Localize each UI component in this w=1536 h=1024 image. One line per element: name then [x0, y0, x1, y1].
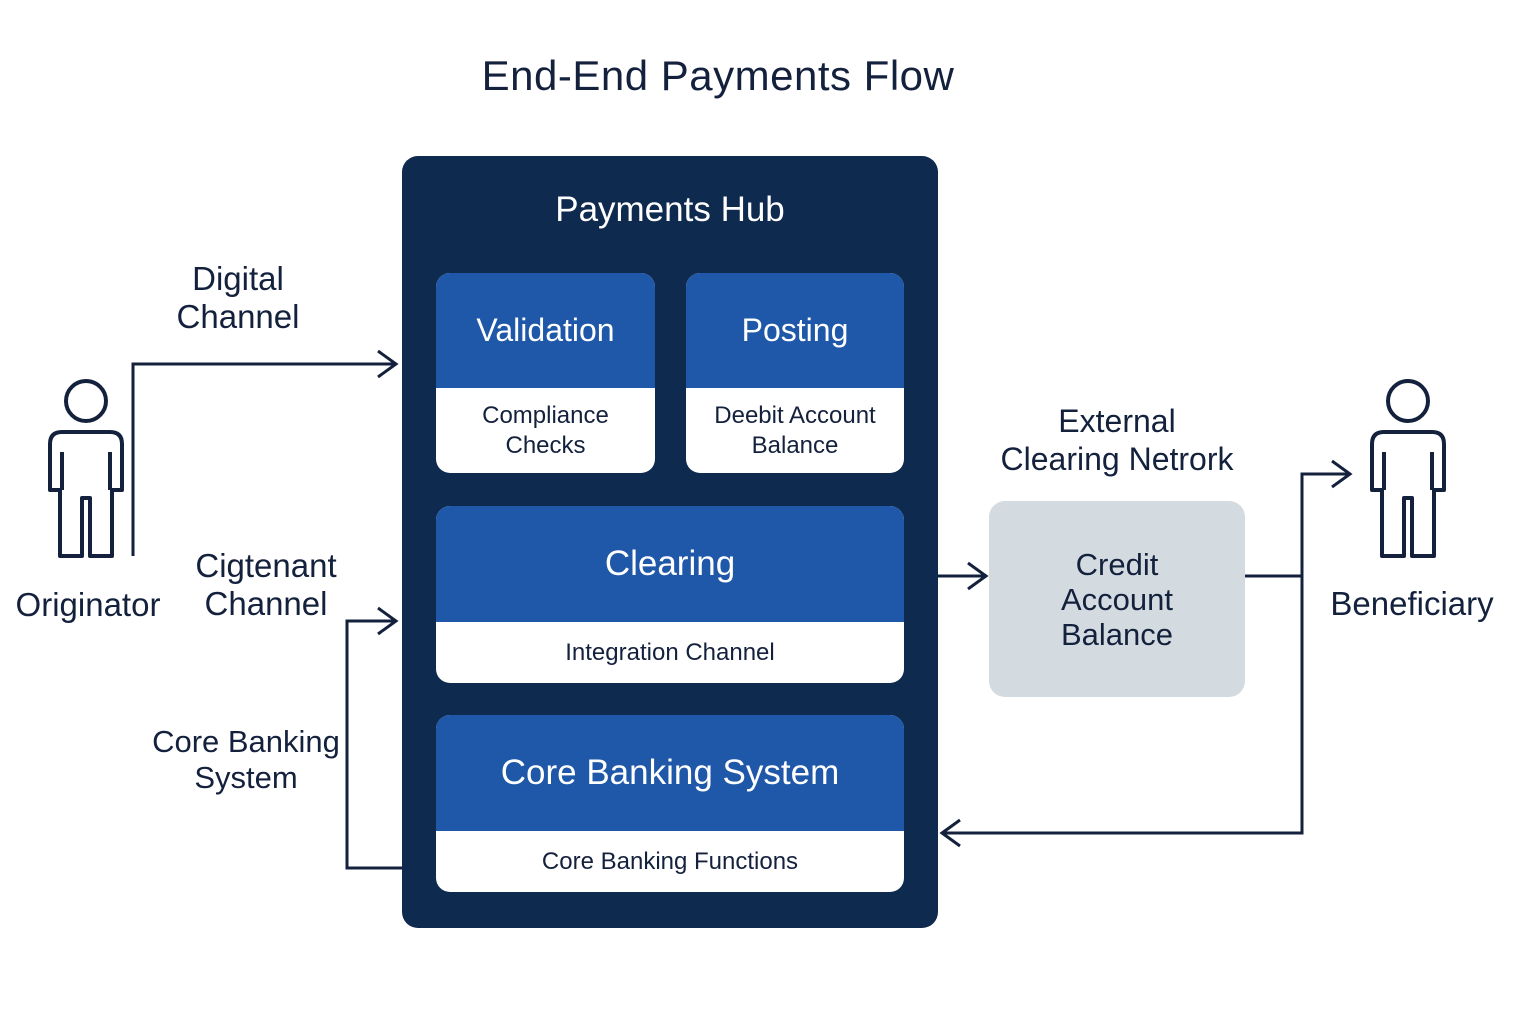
digital-channel-arrowhead: [377, 349, 399, 379]
clearing-card: Clearing Integration Channel: [436, 506, 904, 683]
posting-body-line2: Balance: [751, 431, 839, 459]
credit-box-line3: Balance: [1060, 616, 1174, 652]
clearing-to-beneficiary-connector: [1245, 472, 1350, 578]
credit-account-balance-box: Credit Account Balance: [989, 501, 1245, 697]
core-banking-connector: [345, 619, 402, 870]
diagram-title: End-End Payments Flow: [481, 52, 955, 99]
payments-hub-title: Payments Hub: [555, 190, 785, 229]
hub-to-clearing-arrowhead: [967, 561, 989, 591]
originator-label: Originator: [15, 586, 161, 623]
core-banking-channel-label: Core Banking System: [140, 724, 352, 796]
beneficiary-label: Beneficiary: [1330, 585, 1494, 622]
clearing-card-body: Integration Channel: [565, 638, 775, 666]
validation-card-body: Compliance Checks: [436, 388, 655, 473]
external-clearing-label-line1: External: [1058, 403, 1176, 439]
clearing-to-beneficiary-arrowhead: [1331, 459, 1353, 489]
originator-person-icon: [48, 379, 124, 558]
core-banking-card: Core Banking System Core Banking Functio…: [436, 715, 904, 892]
core-banking-arrowhead: [377, 606, 399, 636]
external-clearing-label-line2: Clearing Netrork: [1000, 441, 1234, 477]
digital-channel-label-line2: Channel: [176, 298, 300, 335]
digital-channel-label: Digital Channel: [148, 260, 328, 336]
validation-body-line1: Compliance: [482, 401, 609, 429]
cigtenant-channel-label-line2: Channel: [204, 585, 328, 622]
credit-box-line2: Account: [1060, 581, 1173, 617]
posting-card-header: Posting: [686, 273, 904, 388]
core-banking-channel-label-line2: System: [194, 760, 298, 795]
posting-card-body: Deebit Account Balance: [686, 388, 904, 473]
posting-body-line1: Deebit Account: [714, 401, 876, 429]
validation-card: Validation Compliance Checks: [436, 273, 655, 473]
core-banking-channel-label-line1: Core Banking: [152, 724, 340, 759]
external-clearing-label: External Clearing Netrork: [972, 402, 1262, 478]
cigtenant-channel-label: Cigtenant Channel: [178, 547, 354, 623]
clearing-card-header: Clearing: [436, 506, 904, 622]
validation-card-header: Validation: [436, 273, 655, 388]
digital-channel-label-line1: Digital: [192, 260, 284, 297]
core-banking-card-body: Core Banking Functions: [541, 847, 799, 875]
return-to-core-connector: [944, 576, 1304, 835]
posting-card: Posting Deebit Account Balance: [686, 273, 904, 473]
beneficiary-person-icon: [1370, 379, 1446, 558]
validation-body-line2: Checks: [505, 431, 586, 459]
return-to-core-arrowhead: [939, 818, 961, 848]
cigtenant-channel-label-line1: Cigtenant: [195, 547, 337, 584]
credit-box-line1: Credit: [1075, 546, 1159, 582]
digital-channel-connector: [131, 362, 396, 556]
core-banking-card-header: Core Banking System: [436, 715, 904, 831]
